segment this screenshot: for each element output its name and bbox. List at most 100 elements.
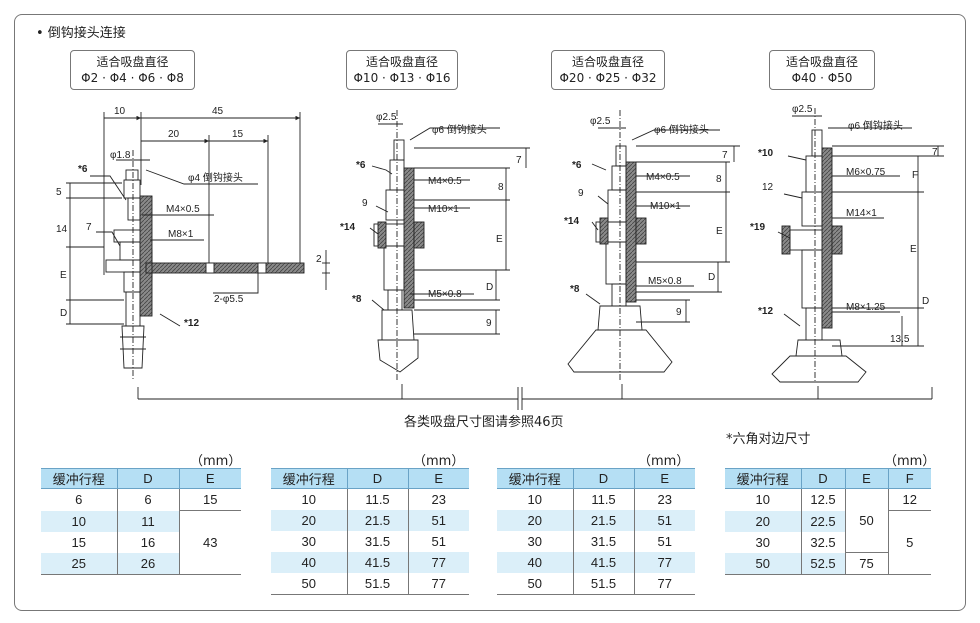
dim-d: D [486, 282, 493, 293]
dim-7: 7 [722, 150, 728, 161]
cell-stroke: 50 [527, 576, 542, 591]
cell-stroke: 25 [41, 552, 117, 574]
cell-stroke: 10 [755, 492, 770, 508]
dim-d: D [922, 296, 929, 307]
cell-d: 16 [116, 531, 179, 553]
cell-e: 51 [633, 510, 695, 531]
dim-d: D [708, 272, 715, 283]
table-header-row: 缓冲行程 D E F [725, 468, 931, 489]
dim-15: 15 [232, 129, 244, 140]
dim-9-lower: 9 [486, 318, 492, 329]
col-header-stroke: 缓冲行程 [497, 468, 573, 489]
col-header-f: F [887, 468, 931, 489]
drawing-4 [771, 108, 944, 383]
hex-19-label: *19 [750, 222, 765, 233]
cell-e: 77 [407, 552, 469, 573]
barb-fitting-phi6-label: φ6 倒钩接头 [432, 123, 487, 136]
cell-e: 23 [407, 488, 469, 510]
cell-e: 23 [633, 488, 695, 510]
table-header-row: 缓冲行程 D E [497, 468, 695, 489]
cell-d: 22.5 [800, 510, 845, 532]
suction-cup-size-box-2: 适合吸盘直径 Φ10 · Φ13 · Φ16 [346, 50, 458, 90]
dim-20: 20 [168, 129, 180, 140]
table-header-row: 缓冲行程 D E [41, 468, 241, 489]
hex-8-label: *8 [570, 284, 580, 295]
dim-2: 2 [316, 254, 322, 265]
cell-stroke: 15 [71, 534, 86, 550]
cell-e: 51 [407, 510, 469, 531]
dim-8: 8 [716, 174, 722, 185]
drawing-2 [369, 110, 530, 380]
hex-8-label: *8 [352, 294, 362, 305]
thread-m8-label: M8×1 [168, 229, 194, 240]
col-header-e: E [407, 468, 469, 489]
table-row: 15 16 [41, 531, 241, 553]
table-row: 10 11 43 [41, 510, 241, 574]
dim-13-5: 13.5 [890, 334, 910, 345]
dim-12: 12 [762, 182, 774, 193]
drawing-1-labels: 10 45 20 15 φ1.8 *6 5 14 7 φ4 倒钩接头 M4×0.… [56, 106, 322, 329]
unit-label-3: （mm） [638, 454, 690, 469]
spec-box-diameters: Φ20 · Φ25 · Φ32 [559, 71, 657, 85]
cell-stroke: 20 [271, 510, 347, 531]
cell-e-merged: 43 [178, 510, 241, 574]
stroke-table-4: 缓冲行程 D E F 10 12.5 50 12 20 22.5 5 30 32… [725, 468, 931, 575]
hex-10-label: *10 [758, 148, 773, 159]
dim-7: 7 [516, 155, 522, 166]
cell-stroke: 40 [271, 552, 347, 573]
unit-label-1: （mm） [190, 454, 242, 469]
thread-m4-label: M4×0.5 [166, 204, 200, 215]
cell-stroke: 40 [497, 552, 573, 573]
col-header-stroke: 缓冲行程 [271, 468, 347, 489]
cell-d: 31.5 [572, 531, 634, 552]
spec-box-diameters: Φ40 · Φ50 [791, 71, 853, 85]
dim-e: E [716, 226, 723, 237]
cell-stroke: 30 [301, 534, 316, 549]
dim-e: E [496, 234, 503, 245]
section-title: • 倒钩接头连接 [36, 26, 126, 41]
cell-d: 32.5 [800, 531, 845, 553]
cell-stroke: 20 [725, 510, 801, 532]
cell-stroke: 50 [301, 576, 316, 591]
cell-e: 77 [633, 552, 695, 573]
cell-d: 41.5 [346, 552, 408, 573]
table-row: 6 6 15 [41, 488, 241, 511]
unit-label-4: （mm） [884, 454, 936, 469]
cell-d: 11.5 [346, 488, 408, 510]
hex-6-label: *6 [78, 164, 88, 175]
cell-d: 11.5 [572, 488, 634, 510]
cell-stroke: 10 [41, 510, 117, 532]
barb-fitting-phi6-label: φ6 倒钩接头 [654, 123, 709, 136]
dim-10: 10 [114, 106, 126, 117]
table-row: 50 52.5 75 [725, 552, 931, 575]
dim-f: F [912, 170, 918, 181]
col-header-e: E [633, 468, 695, 489]
suction-cup-size-box-1: 适合吸盘直径 Φ2 · Φ4 · Φ6 · Φ8 [70, 50, 195, 90]
hex-size-note: *六角对边尺寸 [726, 432, 811, 447]
spec-box-heading: 适合吸盘直径 [571, 55, 644, 69]
dim-phi-1-8: φ1.8 [110, 150, 131, 161]
col-header-e: E [844, 468, 888, 489]
table-row: 20 22.5 5 [725, 510, 931, 575]
cell-d: 21.5 [572, 510, 634, 531]
col-header-stroke: 缓冲行程 [41, 468, 117, 489]
col-header-d: D [116, 468, 179, 489]
hex-6-label: *6 [356, 160, 366, 171]
dim-8: 8 [498, 182, 504, 193]
dim-d: D [60, 308, 67, 319]
table-row: 10 12.5 50 12 [725, 488, 931, 553]
spec-box-heading: 适合吸盘直径 [785, 55, 858, 69]
spec-box-diameters: Φ2 · Φ4 · Φ6 · Φ8 [81, 71, 184, 85]
dim-e: E [910, 244, 917, 255]
suction-cup-size-box-3: 适合吸盘直径 Φ20 · Φ25 · Φ32 [551, 50, 665, 90]
hex-6-label: *6 [572, 160, 582, 171]
thread-m5-label: M5×0.8 [648, 276, 682, 287]
